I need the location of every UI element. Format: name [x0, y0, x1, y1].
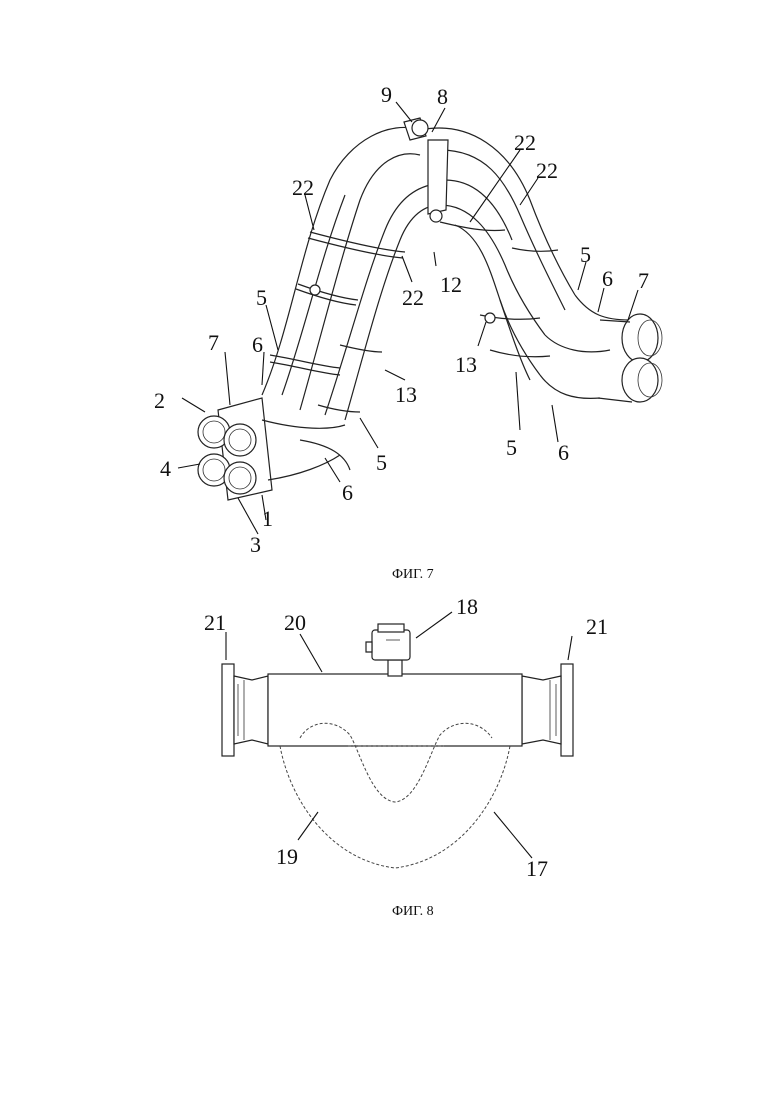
label-6-left-bottom: 6: [342, 480, 353, 505]
label-6-right-top: 6: [602, 266, 613, 291]
figure-8-drawing: [222, 612, 573, 868]
label-7-right: 7: [638, 268, 649, 293]
label-19: 19: [276, 844, 298, 869]
label-17: 17: [526, 856, 548, 881]
label-6-right-bottom: 6: [558, 440, 569, 465]
label-18: 18: [456, 594, 478, 619]
label-21-right: 21: [586, 614, 608, 639]
label-9: 9: [381, 82, 392, 107]
label-20: 20: [284, 610, 306, 635]
figure-7-drawing: [178, 102, 662, 534]
top-clamp-assembly: [404, 118, 448, 222]
label-12: 12: [440, 272, 462, 297]
label-8: 8: [437, 84, 448, 109]
label-7-left: 7: [208, 330, 219, 355]
label-6-left-top: 6: [252, 332, 263, 357]
label-13-left: 13: [395, 382, 417, 407]
label-22-right: 22: [536, 158, 558, 183]
figure-8-caption: ФИГ. 8: [392, 904, 434, 919]
right-outlet-flanges: [598, 314, 662, 402]
label-2: 2: [154, 388, 165, 413]
label-13-right: 13: [455, 352, 477, 377]
left-inlet-flanges: [198, 398, 350, 500]
label-4: 4: [160, 456, 171, 481]
label-5-right-bottom: 5: [506, 435, 517, 460]
label-22-top: 22: [514, 130, 536, 155]
label-5-right-top: 5: [580, 242, 591, 267]
label-22-left: 22: [292, 175, 314, 200]
label-21-left: 21: [204, 610, 226, 635]
label-5-left-bottom: 5: [376, 450, 387, 475]
label-5-left-top: 5: [256, 285, 267, 310]
label-1: 1: [262, 506, 273, 531]
label-3: 3: [250, 532, 261, 557]
figure-7-caption: ФИГ. 7: [392, 567, 434, 582]
label-22-middle: 22: [402, 285, 424, 310]
